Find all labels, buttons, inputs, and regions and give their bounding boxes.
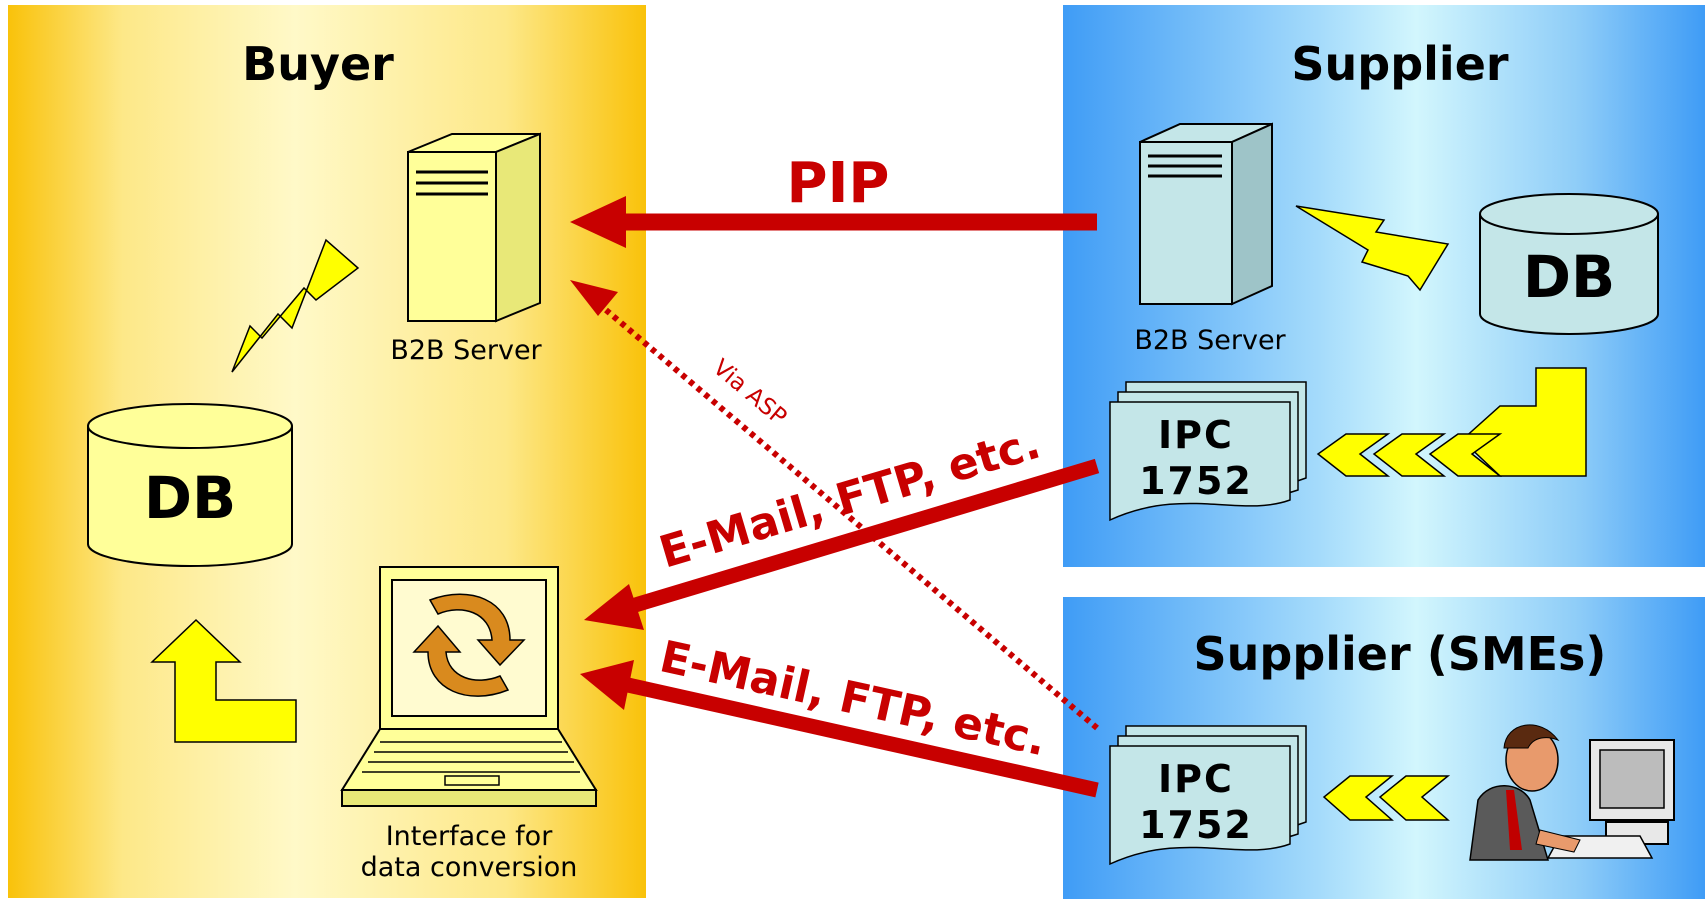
supplier-db-label: DB <box>1523 243 1615 311</box>
sme-ipc-line2: 1752 <box>1139 803 1253 847</box>
buyer-lightning-icon <box>231 238 360 373</box>
supplier-lightning-icon <box>1295 205 1450 292</box>
interface-label-line2: data conversion <box>361 852 578 883</box>
buyer-up-arrow-icon <box>150 618 297 743</box>
supplier-ipc-line1: IPC <box>1158 413 1234 457</box>
email-ftp-arrow-upper <box>584 458 1100 630</box>
buyer-db-icon <box>87 403 293 567</box>
supplier-title: Supplier <box>1291 37 1508 91</box>
buyer-title: Buyer <box>242 37 394 91</box>
buyer-db-label: DB <box>144 464 236 532</box>
via-asp-dotted-arrow <box>570 280 1099 731</box>
supplier-ipc-line2: 1752 <box>1139 459 1253 503</box>
buyer-server-label: B2B Server <box>390 335 542 366</box>
buyer-server-icon <box>407 132 541 323</box>
supplier-chevron-icons <box>1316 433 1503 477</box>
supplier-corner-arrow-icon <box>1460 367 1587 477</box>
supplier-db-icon <box>1479 193 1659 335</box>
email-ftp-arrow-lower <box>580 660 1099 798</box>
sme-ipc-line1: IPC <box>1158 757 1234 801</box>
sme-chevron-icons <box>1322 775 1451 821</box>
person-at-computer-icon <box>1469 724 1675 861</box>
supplier-server-label: B2B Server <box>1134 325 1286 356</box>
pip-label: PIP <box>787 151 890 216</box>
pip-arrow <box>570 196 1097 248</box>
via-asp-label: Via ASP <box>708 355 792 431</box>
data-conversion-laptop-icon <box>340 566 598 807</box>
sme-ipc-document-icon <box>1109 725 1307 866</box>
supplier-sme-title: Supplier (SMEs) <box>1194 627 1607 681</box>
interface-label-line1: Interface for <box>386 821 553 852</box>
supplier-server-icon <box>1139 122 1273 306</box>
refresh-icon <box>428 593 526 667</box>
supplier-ipc-document-icon <box>1109 381 1307 522</box>
